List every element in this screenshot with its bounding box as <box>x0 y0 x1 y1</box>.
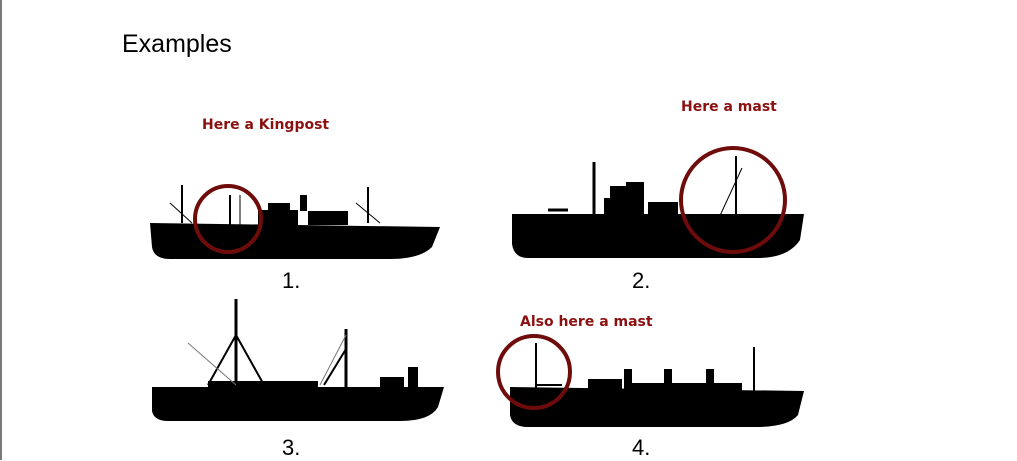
example-number-1: 1. <box>282 268 300 294</box>
page-title: Examples <box>122 30 232 59</box>
ship-silhouette-4-icon <box>496 335 808 430</box>
ship-silhouette-3-icon <box>148 295 448 425</box>
example-number-3: 3. <box>282 435 300 461</box>
example-number-2: 2. <box>632 268 650 294</box>
ship-silhouette-1-icon <box>140 175 450 265</box>
annotation-also-mast: Also here a mast <box>520 314 653 330</box>
ship-silhouette-2-icon <box>508 140 808 265</box>
example-number-4: 4. <box>632 435 650 461</box>
annotation-mast: Here a mast <box>681 99 777 115</box>
page-left-border <box>0 0 2 460</box>
annotation-kingpost: Here a Kingpost <box>202 117 329 133</box>
